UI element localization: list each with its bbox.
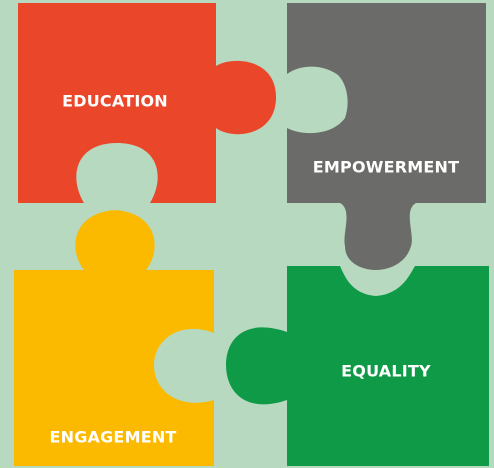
education-piece [18, 3, 276, 203]
empowerment-piece [287, 3, 486, 270]
empowerment-label: EMPOWERMENT [312, 157, 460, 177]
education-label: EDUCATION [62, 91, 168, 111]
engagement-label: ENGAGEMENT [49, 427, 177, 447]
equality-piece [226, 266, 489, 466]
equality-label: EQUALITY [341, 361, 431, 381]
engagement-piece [14, 210, 214, 466]
